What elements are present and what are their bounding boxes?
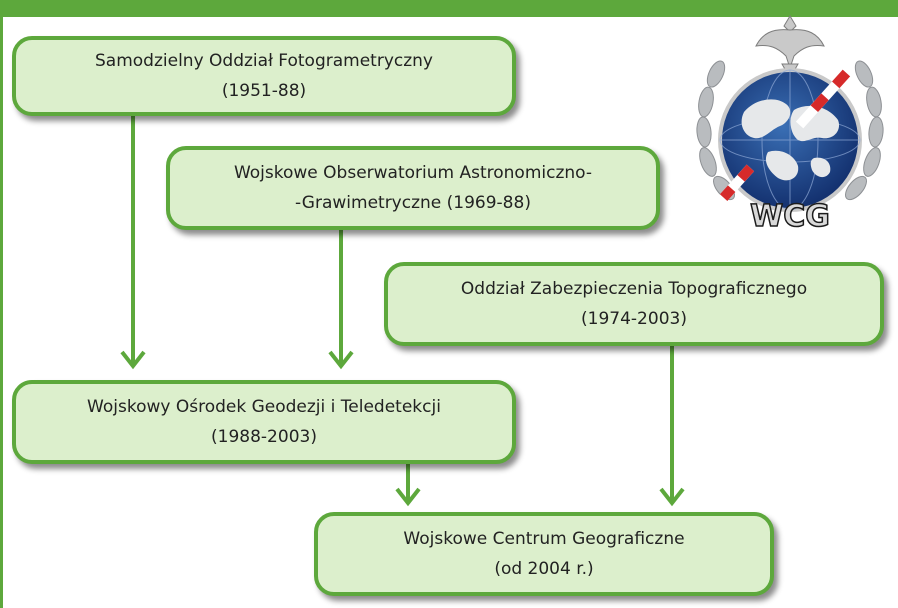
node-years: (1951-88) (221, 81, 307, 101)
node-title: Wojskowe Obserwatorium Astronomiczno- (233, 163, 593, 183)
node-years: (1988-2003) (211, 427, 317, 447)
node-wojskowy-osrodek-geodezji: Wojskowy Ośrodek Geodezji i Teledetekcji… (12, 380, 516, 464)
node-title: Oddział Zabezpieczenia Topograficznego (460, 279, 808, 299)
arrowhead-woag-to-wogt (328, 350, 354, 370)
arrowhead-wogt-to-wcg (395, 487, 421, 507)
node-years: (od 2004 r.) (494, 559, 594, 579)
left-rule (0, 0, 3, 608)
node-oddzial-zabezpieczenia-topograficznego: Oddział Zabezpieczenia Topograficznego (… (384, 262, 884, 346)
wcg-emblem-icon: WCG (696, 15, 884, 235)
node-title: Wojskowy Ośrodek Geodezji i Teledetekcji (87, 397, 441, 417)
node-title: Wojskowe Centrum Geograficzne (403, 529, 685, 549)
node-title: Samodzielny Oddział Fotogrametryczny (95, 51, 433, 71)
node-years: (1974-2003) (581, 309, 687, 329)
node-samodzielny-oddzial-fotogrametryczny: Samodzielny Oddział Fotogrametryczny (19… (12, 36, 516, 116)
arrowhead-ozt-to-wcg (659, 487, 685, 507)
node-wojskowe-obserwatorium: Wojskowe Obserwatorium Astronomiczno- -G… (166, 146, 660, 230)
top-bar (0, 0, 898, 17)
arrowhead-sof-to-wogt (120, 350, 146, 370)
node-years: -Grawimetryczne (1969-88) (295, 193, 531, 213)
node-wojskowe-centrum-geograficzne: Wojskowe Centrum Geograficzne (od 2004 r… (314, 512, 774, 596)
svg-text:WCG: WCG (750, 199, 830, 234)
